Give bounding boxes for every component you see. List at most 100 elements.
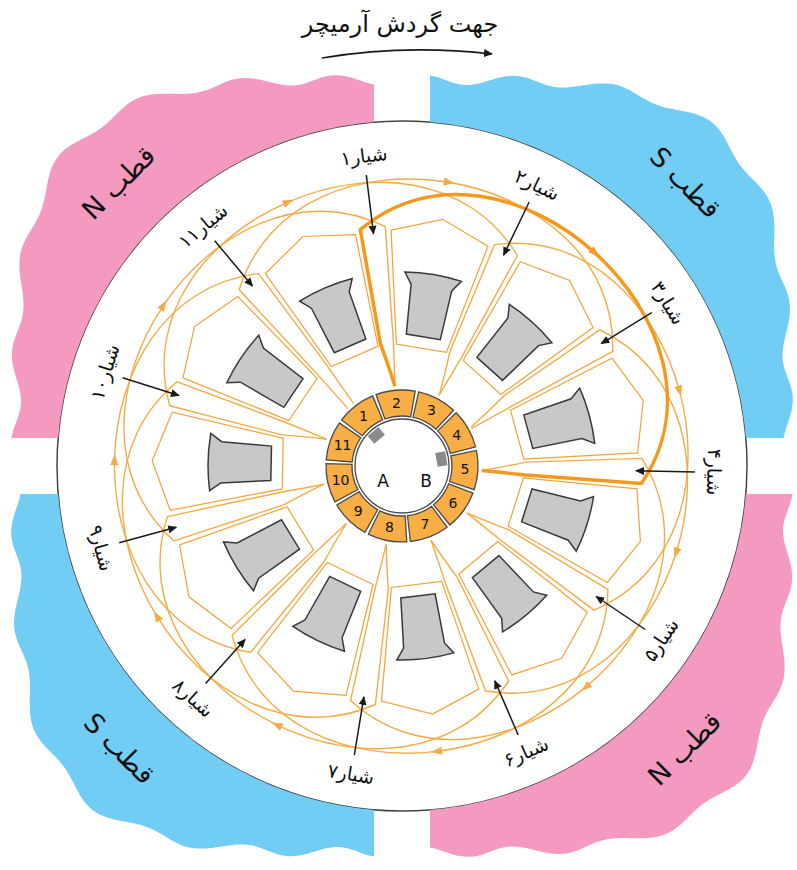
brush-label: A bbox=[377, 471, 389, 491]
current-arrow bbox=[588, 246, 599, 256]
coil-outline bbox=[511, 358, 644, 459]
rotation-arrow bbox=[322, 50, 492, 58]
slot-label: شیار۱۱ bbox=[171, 197, 234, 255]
slot-label: شیار۴ bbox=[702, 446, 726, 499]
coil-outline bbox=[381, 581, 478, 714]
coil-outline bbox=[459, 542, 588, 675]
current-arrow bbox=[674, 385, 682, 397]
armature-tooth bbox=[477, 304, 552, 380]
brush-label: B bbox=[420, 471, 432, 491]
commutator-hub bbox=[355, 419, 449, 513]
leader-line bbox=[215, 241, 253, 286]
pole-shape bbox=[11, 494, 374, 857]
pole-shape bbox=[430, 75, 793, 438]
leader-line bbox=[366, 175, 373, 234]
leader-line bbox=[206, 640, 246, 684]
commutator-segment-number: 2 bbox=[392, 395, 401, 412]
current-arrow bbox=[443, 178, 455, 186]
commutator-segment-number: 5 bbox=[460, 461, 469, 478]
slot-label: شیار۱۰ bbox=[84, 338, 125, 405]
leader-line bbox=[636, 471, 695, 472]
magnet-pole: قطب N bbox=[11, 75, 374, 439]
commutator-back bbox=[323, 387, 481, 545]
segment-number: 6 bbox=[449, 495, 458, 512]
slot-label: شیار۶ bbox=[497, 731, 555, 773]
armature-coil bbox=[114, 274, 353, 653]
brush bbox=[368, 427, 385, 444]
commutator-segment bbox=[450, 450, 479, 489]
segment-number: 3 bbox=[427, 402, 436, 419]
rotation-direction-label: جهت گردش آرمیچر bbox=[302, 10, 498, 39]
armature-coil bbox=[122, 382, 388, 718]
coil-outline bbox=[463, 262, 593, 395]
magnet-pole: قطب S bbox=[11, 494, 374, 857]
commutator-segment bbox=[326, 464, 358, 502]
segment-number: 11 bbox=[334, 437, 352, 454]
commutator-segment-number: 11 bbox=[334, 437, 352, 454]
segment-number: 5 bbox=[460, 461, 469, 478]
slot-label: شیار۵ bbox=[637, 612, 685, 669]
current-arrow bbox=[581, 681, 592, 691]
segment-number: 7 bbox=[421, 516, 430, 533]
leader-line bbox=[354, 697, 364, 755]
magnet-pole: قطب N bbox=[430, 494, 793, 857]
leader-line bbox=[119, 527, 176, 542]
current-arrow bbox=[282, 200, 294, 208]
current-arrow bbox=[154, 611, 163, 623]
coil-outline bbox=[180, 507, 314, 629]
pole-fill bbox=[430, 494, 793, 857]
brush bbox=[435, 451, 447, 467]
segment-number: 4 bbox=[452, 427, 461, 444]
slot-label: شیار۲ bbox=[509, 163, 567, 206]
pole-fill bbox=[11, 494, 374, 857]
pole-fill bbox=[430, 75, 793, 438]
leader-line bbox=[123, 378, 179, 396]
coil-outline bbox=[183, 297, 317, 421]
armature-coil bbox=[439, 243, 688, 610]
commutator-segment bbox=[376, 390, 415, 419]
pole-fill bbox=[11, 75, 374, 438]
current-arrow bbox=[431, 747, 442, 755]
commutator-segment-number: 6 bbox=[449, 495, 458, 512]
armature-coil bbox=[160, 484, 509, 748]
slot-label: شیار۳ bbox=[644, 274, 691, 331]
armature-coil bbox=[232, 513, 608, 753]
armature-tooth bbox=[405, 272, 462, 340]
magnet-pole: قطب S bbox=[430, 75, 793, 438]
commutator-segment-number: 8 bbox=[385, 519, 394, 536]
slot-label: شیار۹ bbox=[83, 519, 119, 576]
segment-number: 8 bbox=[385, 519, 394, 536]
current-arrow bbox=[110, 454, 118, 465]
segment-number: 2 bbox=[392, 395, 401, 412]
pole-shape bbox=[11, 75, 374, 439]
armature-tooth bbox=[522, 489, 594, 551]
leader-line bbox=[601, 313, 651, 344]
segment-number: 9 bbox=[354, 503, 363, 520]
commutator-segment-number: 1 bbox=[359, 408, 368, 425]
armature-tooth bbox=[397, 594, 454, 660]
coil-outline bbox=[265, 235, 378, 367]
pole-face-circle bbox=[57, 121, 747, 811]
commutator-segment-number: 3 bbox=[427, 402, 436, 419]
slot-label: شیار۱ bbox=[336, 142, 391, 171]
leader-line bbox=[495, 681, 518, 735]
leader-line bbox=[504, 202, 530, 255]
armature-tooth bbox=[524, 388, 595, 448]
commutator-segment-number: 9 bbox=[354, 503, 363, 520]
slot-label: شیار۷ bbox=[323, 758, 379, 789]
coil-outline bbox=[391, 219, 488, 352]
leader-line bbox=[596, 597, 645, 630]
armature-tooth bbox=[208, 433, 271, 490]
current-arrow bbox=[272, 722, 284, 730]
current-arrow bbox=[674, 547, 682, 559]
current-arrow bbox=[157, 301, 166, 312]
coil-outline bbox=[508, 478, 640, 583]
segment-number: 10 bbox=[332, 472, 350, 489]
commutator-segment-number: 4 bbox=[452, 427, 461, 444]
pole-shape bbox=[430, 494, 793, 857]
slot-label: شیار۸ bbox=[166, 671, 220, 723]
segment-number: 1 bbox=[359, 408, 368, 425]
commutator-segment-number: 7 bbox=[421, 516, 430, 533]
armature-coil bbox=[431, 330, 687, 693]
